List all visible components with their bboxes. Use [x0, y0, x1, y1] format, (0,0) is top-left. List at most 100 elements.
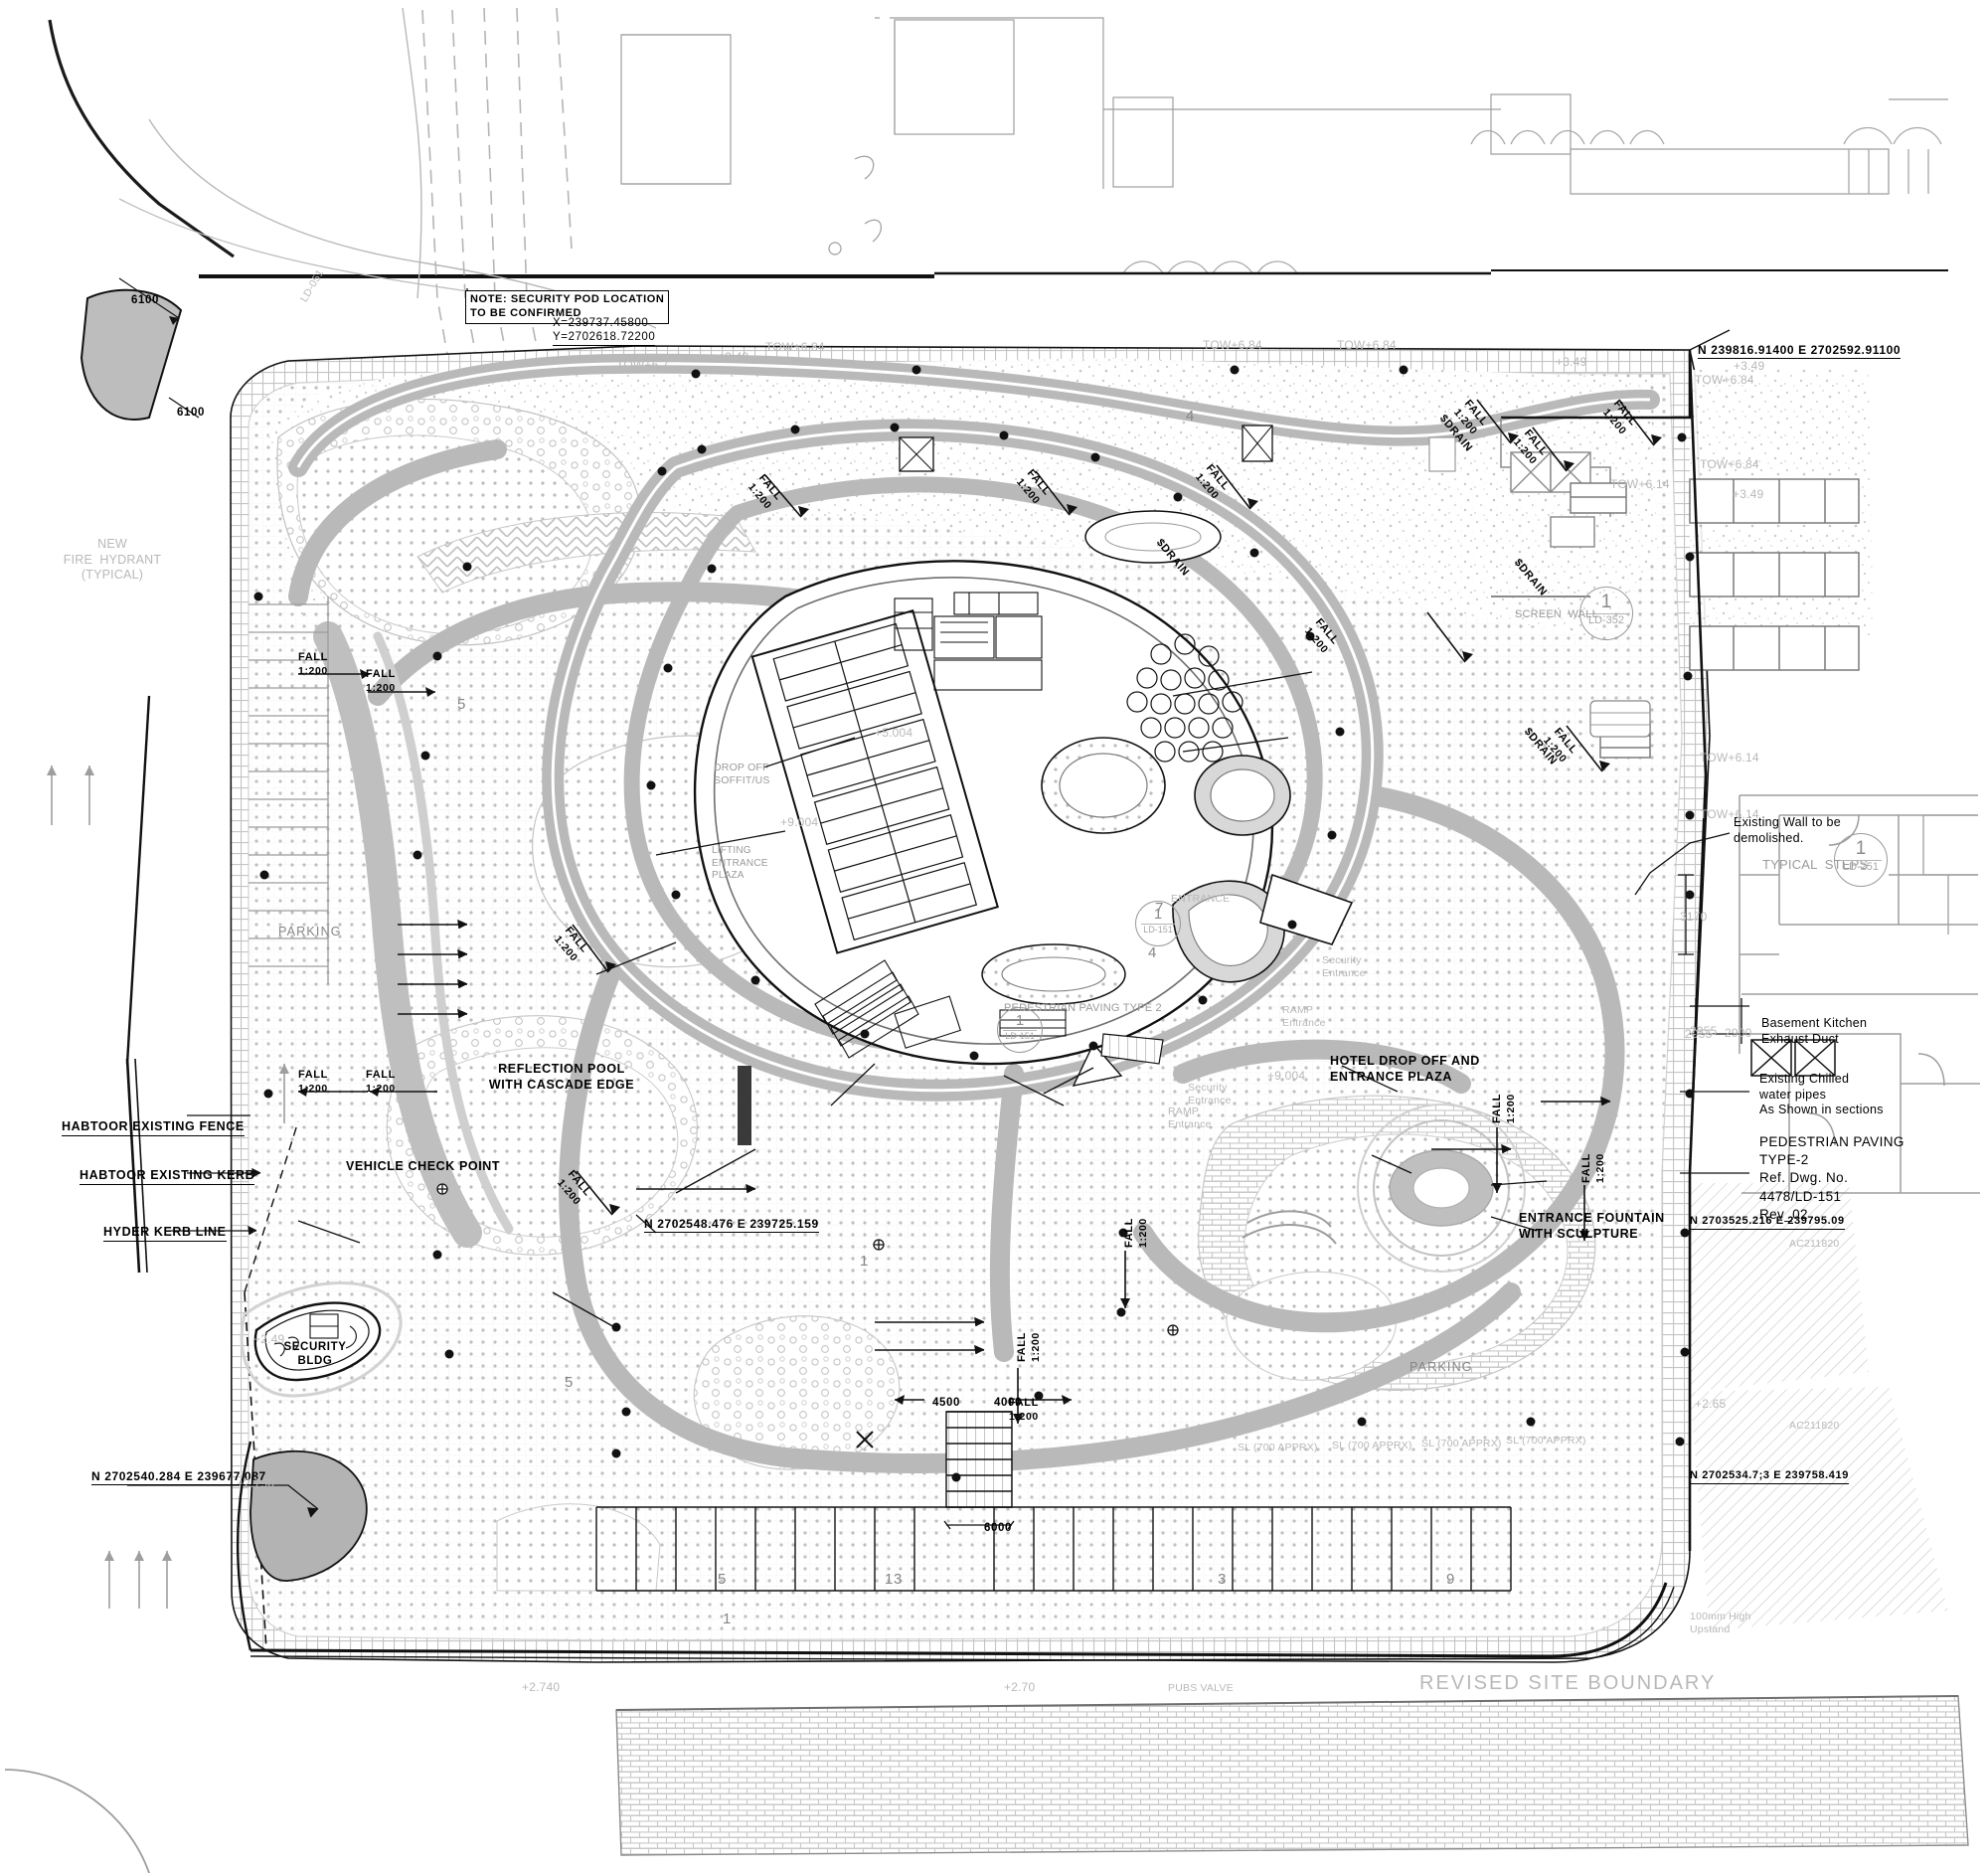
detail-bubble-2[interactable]: 1 LD-251 [1834, 833, 1888, 887]
misc-annotation: Security Entrance [1322, 954, 1366, 980]
detail-bubble-number: 1 [1855, 838, 1867, 859]
note-pedestrian-paving-spec: PEDESTRIAN PAVING TYPE-2 Ref. Dwg. No. 4… [1759, 1134, 1905, 1222]
site-boundary-lines [80, 277, 1708, 1663]
section-mark-number: 4 [1186, 408, 1195, 425]
misc-annotation: SL (700 APPRX) [1421, 1438, 1502, 1449]
spot-level: +5.004 [875, 726, 913, 740]
dimension-text: 4000 [994, 1397, 1022, 1409]
coord-top-right: N 239816.91400 E 2702592.91100 [1698, 343, 1902, 359]
detail-bubble-number: 1 [1015, 1012, 1025, 1029]
spot-level: TOW+6.84 [765, 340, 825, 354]
detail-bubble-4[interactable]: 1 LD-151 [997, 1007, 1043, 1053]
misc-annotation: SL (700 APPRX) [1238, 1442, 1318, 1453]
section-mark-number: 7 [1155, 900, 1164, 917]
label-new-fire-hydrant: NEW FIRE HYDRANT (TYPICAL) [63, 537, 162, 583]
misc-annotation: AC211820 [1789, 1420, 1840, 1432]
label-reflection-pool: REFLECTION POOL WITH CASCADE EDGE [488, 1062, 635, 1092]
note-existing-wall-demolished: Existing Wall to be demolished. [1734, 815, 1842, 845]
detail-bubble-ref: LD-151 [1003, 1029, 1037, 1041]
misc-site-items [253, 365, 1695, 1482]
annotation-leaders [47, 288, 1749, 1609]
bottom-paving-strip [615, 1695, 1969, 1856]
label-lifting-entrance-plaza: LIFTING ENTRANCE PLAZA [712, 845, 768, 881]
detail-bubble-1[interactable]: 1 LD-352 [1579, 587, 1633, 640]
note-security-pod: NOTE: SECURITY POD LOCATION TO BE CONFIR… [465, 290, 670, 324]
note-coord-xy: X=239737.45800 Y=2702618.72200 [553, 316, 656, 346]
label-revised-site-boundary: REVISED SITE BOUNDARY [1419, 1672, 1717, 1694]
spot-level: +9.004 [780, 815, 819, 829]
misc-annotation: Security Entrance [1188, 1082, 1232, 1107]
detail-bubble-number: 1 [1600, 592, 1612, 612]
spot-level: TOW+6.84 [1203, 338, 1262, 352]
label-habtoor-existing-kerb: HABTOOR EXISTING KERB [80, 1168, 255, 1185]
fall-arrow-glyphs [298, 399, 1662, 1424]
misc-annotation: ENTRANCE [1171, 893, 1231, 905]
driveway-edges [296, 362, 1651, 1093]
fall-label-text: FALL [1123, 1218, 1135, 1248]
label-parking-left: PARKING [278, 925, 342, 938]
fall-ratio-text: 1:200 [1504, 1094, 1517, 1123]
label-parking-right: PARKING [1409, 1360, 1473, 1374]
fall-label-text: FALL [366, 1069, 396, 1081]
security-building [240, 1281, 403, 1398]
spot-level: 2955 [1690, 1024, 1718, 1038]
note-existing-chilled-pipes: Existing Chilled water pipes As Shown in… [1759, 1072, 1884, 1117]
fall-ratio-text: 1:200 [1136, 1218, 1149, 1248]
section-mark-number: 3 [1218, 1571, 1227, 1588]
misc-annotation: SL (700 APPRX) [1506, 1435, 1586, 1447]
section-mark-number: 5 [457, 696, 466, 713]
label-hotel-dropoff: HOTEL DROP OFF AND ENTRANCE PLAZA [1330, 1054, 1480, 1084]
section-mark-number: 1 [860, 1253, 869, 1270]
detail-bubble-number: 1 [1153, 906, 1163, 923]
fall-label-text: FALL [1491, 1094, 1503, 1123]
label-entrance-fountain: ENTRANCE FOUNTAIN WITH SCULPTURE [1519, 1211, 1665, 1241]
misc-annotation: SL (700 APPRX) [1332, 1440, 1412, 1451]
fall-ratio-text: 1:200 [1029, 1332, 1042, 1362]
dimension-text: 4500 [932, 1397, 960, 1409]
fall-ratio-text: 1:200 [1009, 1410, 1039, 1423]
coord-mid-left: N 2702548.476 E 239725.159 [644, 1217, 819, 1233]
misc-annotation: 100mm High Upstand [1690, 1611, 1751, 1636]
spot-level: +2.790 [237, 1476, 275, 1490]
fall-label-text: FALL [298, 1069, 328, 1081]
fall-ratio-text: 1:200 [366, 681, 396, 694]
detail-bubble-ref: LD-251 [1840, 859, 1882, 873]
spot-level: +3.49 [1556, 355, 1587, 369]
section-mark-number: 1 [723, 1611, 732, 1627]
spot-level: TOW+6.84 [1337, 338, 1397, 352]
spot-level: +2.70 [1004, 1680, 1036, 1694]
label-pedestrian-paving-type-2: PEDESTRIAN PAVING TYPE 2 [1004, 1002, 1162, 1014]
entrance-fountain [1357, 1104, 1526, 1273]
dimension-text: 6000 [984, 1522, 1012, 1534]
misc-annotation: RAMP Entrance [1282, 1004, 1326, 1030]
dimension-text: 6100 [131, 294, 159, 306]
label-hyder-kerb-line: HYDER KERB LINE [103, 1225, 227, 1242]
spot-level: +3.49 [718, 350, 749, 364]
section-mark-number: 9 [1446, 1571, 1455, 1588]
fall-label-text: FALL [298, 651, 328, 663]
detail-bubble-ref: LD-151 [1141, 923, 1175, 935]
fall-ratio-text: 1:200 [1593, 1153, 1606, 1183]
fall-label-text: FALL [1009, 1397, 1039, 1409]
spot-level: +2.740 [522, 1680, 561, 1694]
label-habtoor-existing-fence: HABTOOR EXISTING FENCE [62, 1119, 245, 1136]
spot-level: +9.004 [1267, 1069, 1306, 1083]
section-mark-number: 5 [718, 1571, 727, 1588]
detail-bubble-3[interactable]: 1 LD-151 [1135, 901, 1181, 946]
misc-annotation: PUBS VALVE [1168, 1682, 1234, 1694]
fall-ratio-text: 1:200 [298, 664, 328, 677]
dimension-text: 6100 [177, 407, 205, 419]
spot-level: TOW+6.14 [1610, 477, 1670, 491]
note-basement-kitchen-duct: Basement Kitchen Exhaust Duct [1761, 1016, 1868, 1046]
section-mark-number: 4 [1148, 944, 1157, 961]
spot-level: TOW+6.7 [616, 358, 669, 372]
central-building [693, 510, 1354, 1087]
parking-bays-left [248, 596, 329, 984]
spot-level: 3170 [1680, 910, 1708, 924]
label-security-bldg: SECURITY BLDG [283, 1341, 347, 1368]
